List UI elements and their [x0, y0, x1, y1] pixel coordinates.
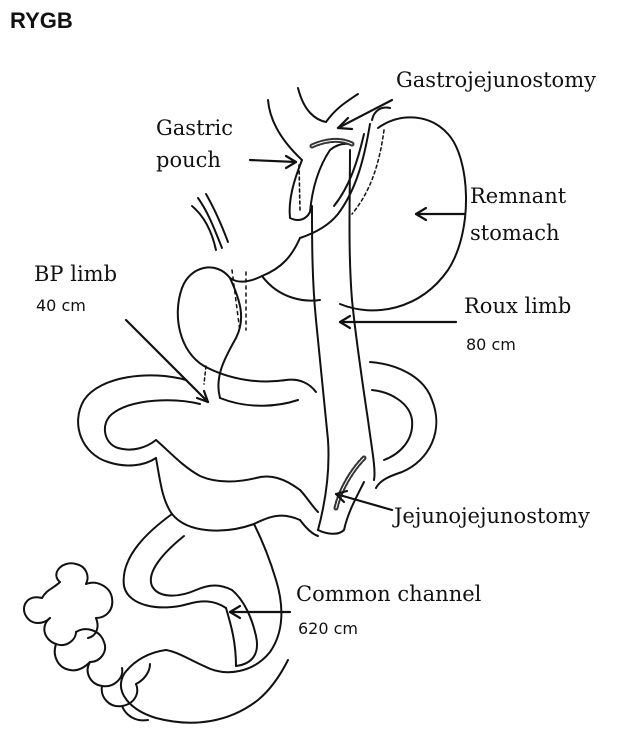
diagram-title: RYGB — [10, 8, 73, 33]
bp-limb-arrow — [124, 318, 210, 404]
roux-limb-length: 80 cm — [466, 335, 516, 354]
gastrojejunostomy-label: Gastrojejunostomy — [396, 68, 596, 92]
jejunojejunostomy-label: Jejunojejunostomy — [394, 504, 590, 528]
esophagus — [267, 87, 359, 161]
gastrojejunostomy-arrow — [336, 98, 394, 131]
remnant-stomach-label-line1: Remnant — [470, 184, 567, 208]
roux-limb — [311, 149, 376, 535]
gastric-pouch-label-line2: pouch — [156, 148, 221, 172]
biliopancreatic-limb — [176, 237, 321, 399]
bp-limb-length: 40 cm — [36, 296, 86, 315]
remnant-stomach — [299, 106, 468, 312]
gastric-pouch-arrow — [248, 154, 298, 170]
small-bowel — [77, 361, 438, 724]
common-channel-length: 620 cm — [298, 619, 359, 638]
jejunojejunostomy-staples — [333, 455, 367, 511]
jejunojejunostomy-arrow — [334, 489, 394, 512]
common-channel-arrow — [228, 604, 292, 620]
gastrojejunostomy-staples — [309, 137, 355, 149]
remnant-stomach-label-line2: stomach — [470, 221, 560, 245]
bp-limb-label: BP limb — [34, 262, 118, 286]
gastric-pouch — [288, 142, 351, 221]
vessel — [191, 193, 229, 251]
common-channel-label: Common channel — [296, 582, 482, 606]
gastric-pouch-label-line1: Gastric — [156, 116, 234, 140]
remnant-stomach-arrow — [414, 206, 466, 222]
roux-limb-arrow — [338, 314, 458, 330]
arrows — [124, 98, 466, 620]
colon — [23, 562, 151, 722]
roux-limb-label: Roux limb — [464, 294, 572, 318]
